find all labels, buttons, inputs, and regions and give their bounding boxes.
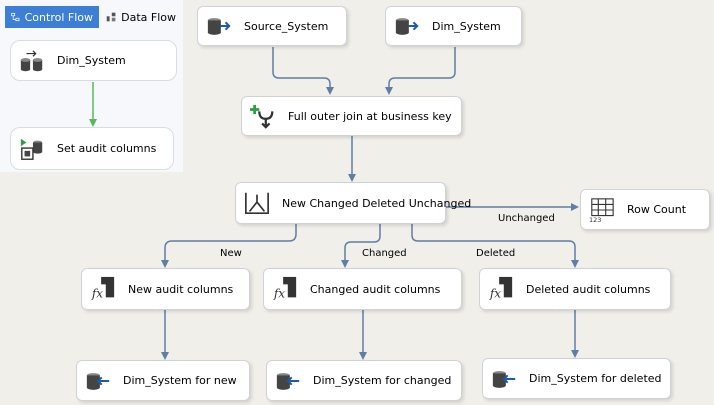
dim-system-source-label: Dim_System xyxy=(432,19,501,33)
deleted-audit-columns-node[interactable]: fx Deleted audit columns xyxy=(479,268,671,310)
edge-label-new: New xyxy=(220,248,242,259)
full-outer-join-node[interactable]: Full outer join at business key xyxy=(241,96,462,136)
source-system-label: Source_System xyxy=(244,19,329,33)
changed-connector xyxy=(341,224,381,268)
data-flow-icon xyxy=(106,12,116,22)
svg-text:fx: fx xyxy=(489,286,501,300)
dest-changed-node[interactable]: Dim_System for changed xyxy=(266,360,462,401)
conditional-split-icon xyxy=(245,192,269,215)
edge-label-deleted: Deleted xyxy=(476,248,516,259)
svg-text:fx: fx xyxy=(91,286,103,300)
changed-audit-columns-node[interactable]: fx Changed audit columns xyxy=(263,268,462,310)
svg-text:123: 123 xyxy=(589,216,601,223)
execute-sql-icon xyxy=(20,138,43,160)
database-destination-icon xyxy=(492,370,516,388)
changed-audit-columns-label: Changed audit columns xyxy=(310,282,441,296)
dest-changed-label: Dim_System for changed xyxy=(313,374,452,387)
new-audit-columns-label: New audit columns xyxy=(128,282,234,296)
edge-label-changed: Changed xyxy=(362,248,407,259)
tab-control-flow-label: Control Flow xyxy=(24,10,93,24)
cf-dim-system-label: Dim_System xyxy=(57,54,126,67)
cf-set-audit-node[interactable]: Set audit columns xyxy=(10,127,174,170)
dimsrc-to-join-connector xyxy=(385,47,456,95)
database-destination-icon xyxy=(86,372,110,390)
dim-system-source-node[interactable]: Dim_System xyxy=(385,6,522,46)
deleted-connector xyxy=(411,224,579,268)
edge-label-unchanged: Unchanged xyxy=(498,213,555,224)
merge-join-icon xyxy=(250,104,274,129)
new-audit-columns-node[interactable]: fx New audit columns xyxy=(81,268,250,310)
conditional-split-label: New Changed Deleted Unchanged xyxy=(282,196,472,210)
row-count-icon: 123 xyxy=(589,197,614,223)
row-count-label: Row Count xyxy=(627,203,687,216)
database-destination-icon xyxy=(276,372,300,390)
derived-column-icon: fx xyxy=(91,276,115,300)
dest-new-label: Dim_System for new xyxy=(123,374,237,387)
new-connector xyxy=(161,224,297,268)
tab-data-flow[interactable]: Data Flow xyxy=(100,6,182,28)
dest-deleted-node[interactable]: Dim_System for deleted xyxy=(482,358,671,399)
derived-column-icon: fx xyxy=(273,276,297,300)
database-source-icon xyxy=(207,18,231,35)
deleted-audit-columns-label: Deleted audit columns xyxy=(526,282,651,296)
cf-set-audit-label: Set audit columns xyxy=(57,142,157,155)
tab-data-flow-label: Data Flow xyxy=(121,10,176,24)
dest-new-node[interactable]: Dim_System for new xyxy=(76,360,250,401)
tab-control-flow[interactable]: Control Flow xyxy=(5,6,99,28)
row-count-node[interactable]: 123 Row Count xyxy=(580,189,710,230)
source-to-join-connector xyxy=(272,47,334,95)
source-system-node[interactable]: Source_System xyxy=(197,6,347,46)
control-flow-pane: Control Flow Data Flow Dim_System Set au… xyxy=(0,0,183,172)
svg-text:fx: fx xyxy=(273,286,285,300)
control-flow-icon xyxy=(11,12,20,22)
dest-deleted-label: Dim_System for deleted xyxy=(529,372,662,385)
full-outer-join-label: Full outer join at business key xyxy=(288,109,452,123)
cf-dim-system-node[interactable]: Dim_System xyxy=(10,40,177,81)
derived-column-icon: fx xyxy=(489,276,513,300)
database-source-icon xyxy=(395,18,419,35)
conditional-split-node[interactable]: New Changed Deleted Unchanged xyxy=(235,182,471,224)
data-flow-task-icon xyxy=(20,49,43,71)
